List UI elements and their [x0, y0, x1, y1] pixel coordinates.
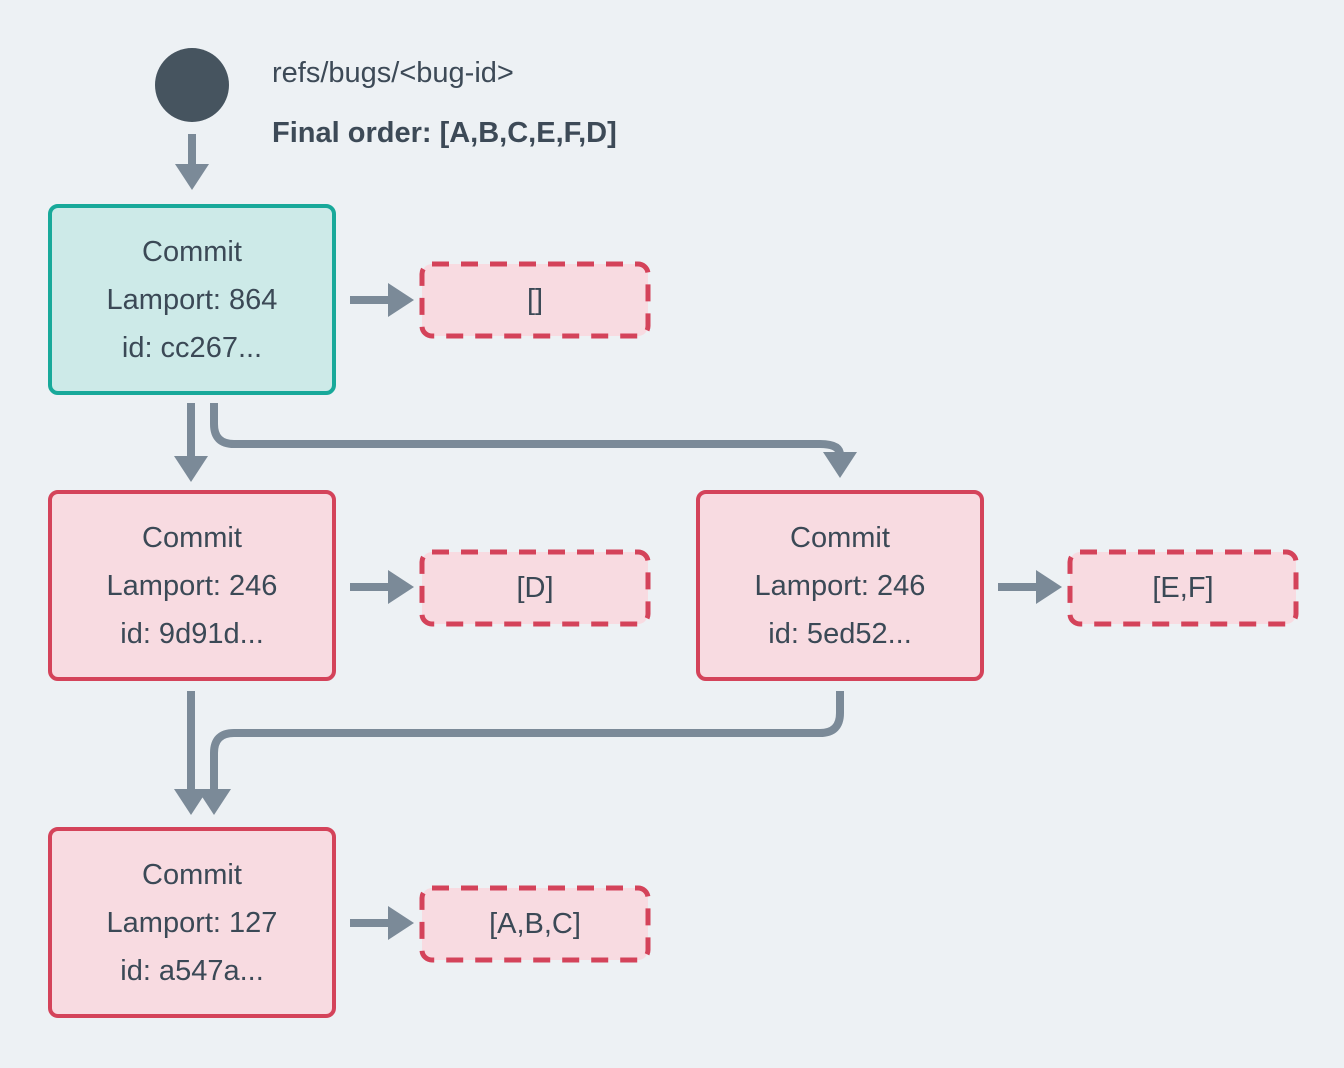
commit-id: id: cc267...: [121, 331, 263, 364]
commit-node-right: Commit Lamport: 246 id: 5ed52...: [696, 490, 984, 681]
ref-head-dot-icon: [155, 48, 229, 122]
ops-box-root: [419, 261, 651, 339]
commit-id: id: 5ed52...: [768, 617, 912, 650]
ref-name-label: refs/bugs/<bug-id>: [272, 57, 514, 89]
edge-right-to-bottom: [197, 691, 844, 815]
ops-box-left: [419, 549, 651, 627]
commit-title: Commit: [142, 521, 242, 554]
ops-box-bottom: [419, 885, 651, 963]
commit-node-bottom: Commit Lamport: 127 id: a547a...: [48, 827, 336, 1018]
commit-lamport: Lamport: 246: [754, 569, 926, 602]
commit-node-left: Commit Lamport: 246 id: 9d91d...: [48, 490, 336, 681]
commit-node-root: Commit Lamport: 864 id: cc267...: [48, 204, 336, 395]
ops-box-right: [1067, 549, 1299, 627]
commit-lamport: Lamport: 127: [106, 906, 278, 939]
edge-root-to-right: [210, 403, 857, 478]
commit-lamport: Lamport: 864: [106, 283, 278, 316]
commit-lamport: Lamport: 246: [106, 569, 278, 602]
final-order-label: Final order: [A,B,C,E,F,D]: [272, 117, 617, 149]
commit-title: Commit: [142, 858, 242, 891]
commit-title: Commit: [790, 521, 890, 554]
commit-id: id: 9d91d...: [120, 617, 264, 650]
commit-id: id: a547a...: [120, 954, 264, 987]
commit-title: Commit: [142, 235, 242, 268]
